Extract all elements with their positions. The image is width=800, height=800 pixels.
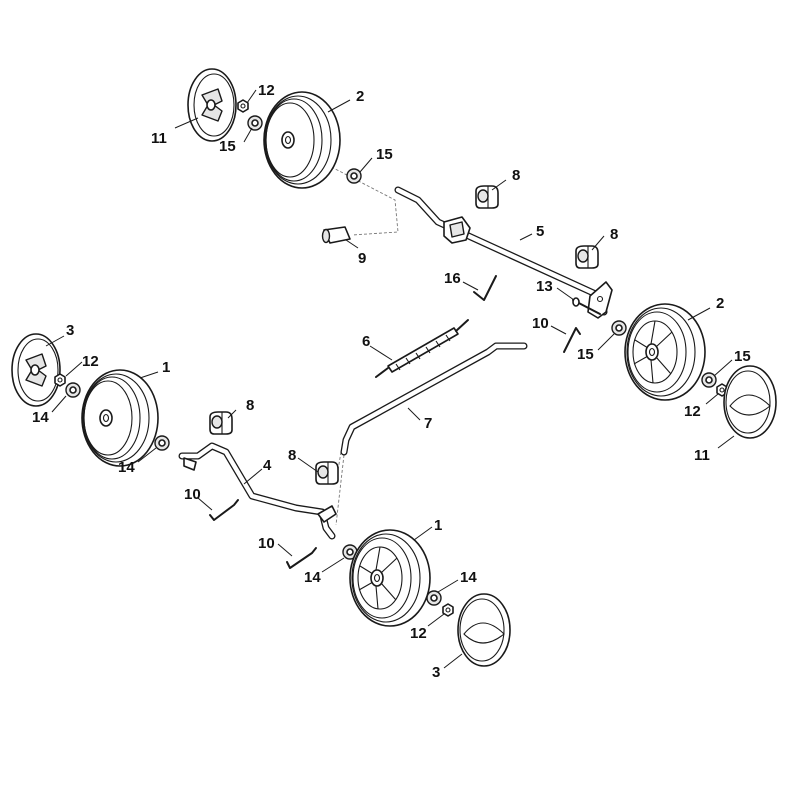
callout-14-front-right-inner: 14 bbox=[304, 569, 321, 586]
washer-front-left-outer bbox=[65, 382, 81, 398]
callout-15-rear-left-inner: 15 bbox=[376, 146, 393, 163]
callout-10-left-lower: 10 bbox=[258, 535, 275, 552]
washer-front-right-outer bbox=[426, 590, 442, 606]
spring-clip bbox=[473, 275, 497, 301]
callout-4: 4 bbox=[263, 457, 272, 474]
callout-14-front-right-outer: 14 bbox=[460, 569, 477, 586]
callout-16: 16 bbox=[444, 270, 461, 287]
nut-rear-left bbox=[237, 99, 249, 113]
callout-1-left: 1 bbox=[162, 359, 170, 376]
assembly-line bbox=[335, 451, 345, 526]
callout-15-rear-right-outer: 15 bbox=[734, 348, 751, 365]
front-wheel-left bbox=[81, 369, 159, 467]
callout-2-rear-right: 2 bbox=[716, 295, 724, 312]
washer-rear-left-inner bbox=[346, 168, 362, 184]
callout-15-rear-right-inner: 15 bbox=[577, 346, 594, 363]
height-rod bbox=[340, 342, 528, 456]
clip-right bbox=[563, 327, 581, 353]
callout-11-rear-right: 11 bbox=[694, 447, 710, 464]
callout-8-rear-lower: 8 bbox=[610, 226, 618, 243]
rear-axle bbox=[394, 186, 613, 319]
callout-14-front-left-inner: 14 bbox=[118, 459, 135, 476]
clip-left-upper bbox=[209, 499, 239, 521]
callout-8-rear-upper: 8 bbox=[512, 167, 520, 184]
front-hubcap-right bbox=[457, 593, 511, 667]
washer-rear-right-inner bbox=[611, 320, 627, 336]
front-hubcap-left bbox=[11, 333, 61, 407]
callout-8-front-left: 8 bbox=[246, 397, 254, 414]
bushing-front-center bbox=[315, 461, 339, 485]
front-axle bbox=[178, 442, 337, 540]
washer-rear-left-outer bbox=[247, 115, 263, 131]
callout-12-rear-right: 12 bbox=[684, 403, 701, 420]
callout-1-right: 1 bbox=[434, 517, 442, 534]
callout-9: 9 bbox=[358, 250, 366, 267]
assembly-line bbox=[317, 159, 399, 236]
callout-13: 13 bbox=[536, 278, 553, 295]
bushing-rear-lower bbox=[575, 245, 599, 269]
callout-6: 6 bbox=[362, 333, 370, 350]
height-knob bbox=[321, 226, 351, 244]
axle-pin bbox=[572, 297, 601, 315]
callout-12-rear-left: 12 bbox=[258, 82, 275, 99]
callout-14-front-left-outer: 14 bbox=[32, 409, 49, 426]
nut-front-left bbox=[54, 373, 66, 387]
callout-3-left: 3 bbox=[66, 322, 74, 339]
rear-wheel-left bbox=[263, 91, 341, 189]
callout-8-front-center: 8 bbox=[288, 447, 296, 464]
callout-11-rear-left: 11 bbox=[151, 130, 167, 147]
rear-hubcap-right bbox=[723, 365, 777, 439]
spring bbox=[375, 319, 469, 378]
bushing-rear-upper bbox=[475, 185, 499, 209]
callout-10-right: 10 bbox=[532, 315, 549, 332]
nut-front-right bbox=[442, 603, 454, 617]
callout-12-front-right: 12 bbox=[410, 625, 427, 642]
callout-12-front-left: 12 bbox=[82, 353, 99, 370]
callout-10-left-upper: 10 bbox=[184, 486, 201, 503]
rear-hubcap-left bbox=[187, 68, 237, 142]
callout-2-rear-left: 2 bbox=[356, 88, 364, 105]
front-wheel-right bbox=[349, 529, 431, 627]
rear-wheel-right bbox=[624, 303, 706, 401]
callout-7: 7 bbox=[424, 415, 432, 432]
washer-front-left-inner bbox=[154, 435, 170, 451]
callout-3-right: 3 bbox=[432, 664, 440, 681]
washer-rear-right-outer bbox=[701, 372, 717, 388]
callout-15-rear-left-outer: 15 bbox=[219, 138, 236, 155]
callout-5: 5 bbox=[536, 223, 544, 240]
clip-left-lower bbox=[286, 547, 317, 569]
bushing-front-left bbox=[209, 411, 233, 435]
